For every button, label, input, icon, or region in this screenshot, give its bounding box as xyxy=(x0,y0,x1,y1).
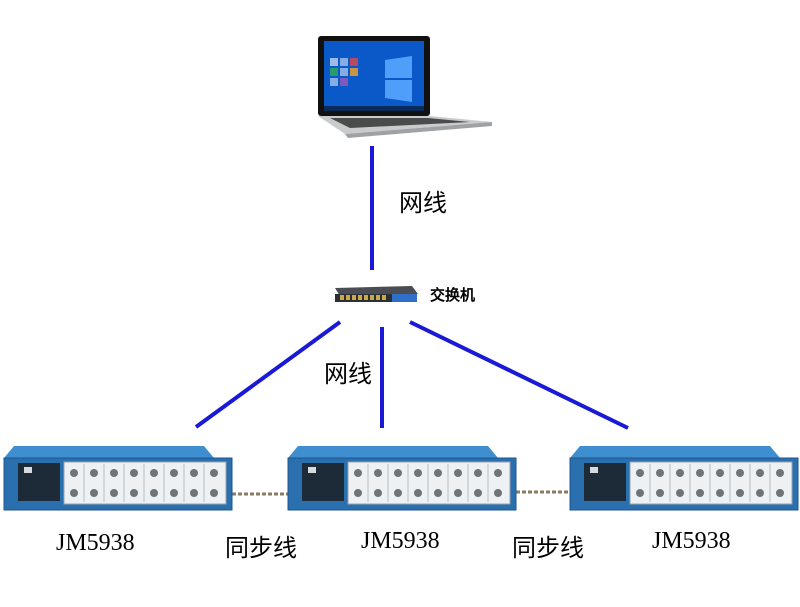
data-acquisition-device-icon xyxy=(569,445,799,511)
data-acquisition-device-icon xyxy=(287,445,517,511)
device-model-label: JM5938 xyxy=(361,528,440,554)
sync-cable-label-right: 同步线 xyxy=(512,534,584,562)
device-model-label: JM5938 xyxy=(652,528,731,554)
network-cables xyxy=(194,146,629,430)
data-acquisition-device-icon xyxy=(3,445,233,511)
network-cable-label-top: 网线 xyxy=(399,189,447,217)
switch-label: 交换机 xyxy=(430,286,476,304)
laptop-icon xyxy=(318,36,492,138)
sync-cable-label-left: 同步线 xyxy=(225,534,297,562)
sync-cables xyxy=(232,490,572,496)
cable-switch-to-left-device xyxy=(194,320,342,429)
network-switch-icon xyxy=(335,286,418,302)
device-model-label: JM5938 xyxy=(56,530,135,556)
network-cable-label-mid: 网线 xyxy=(324,360,372,388)
cable-switch-to-right-device xyxy=(409,320,629,430)
